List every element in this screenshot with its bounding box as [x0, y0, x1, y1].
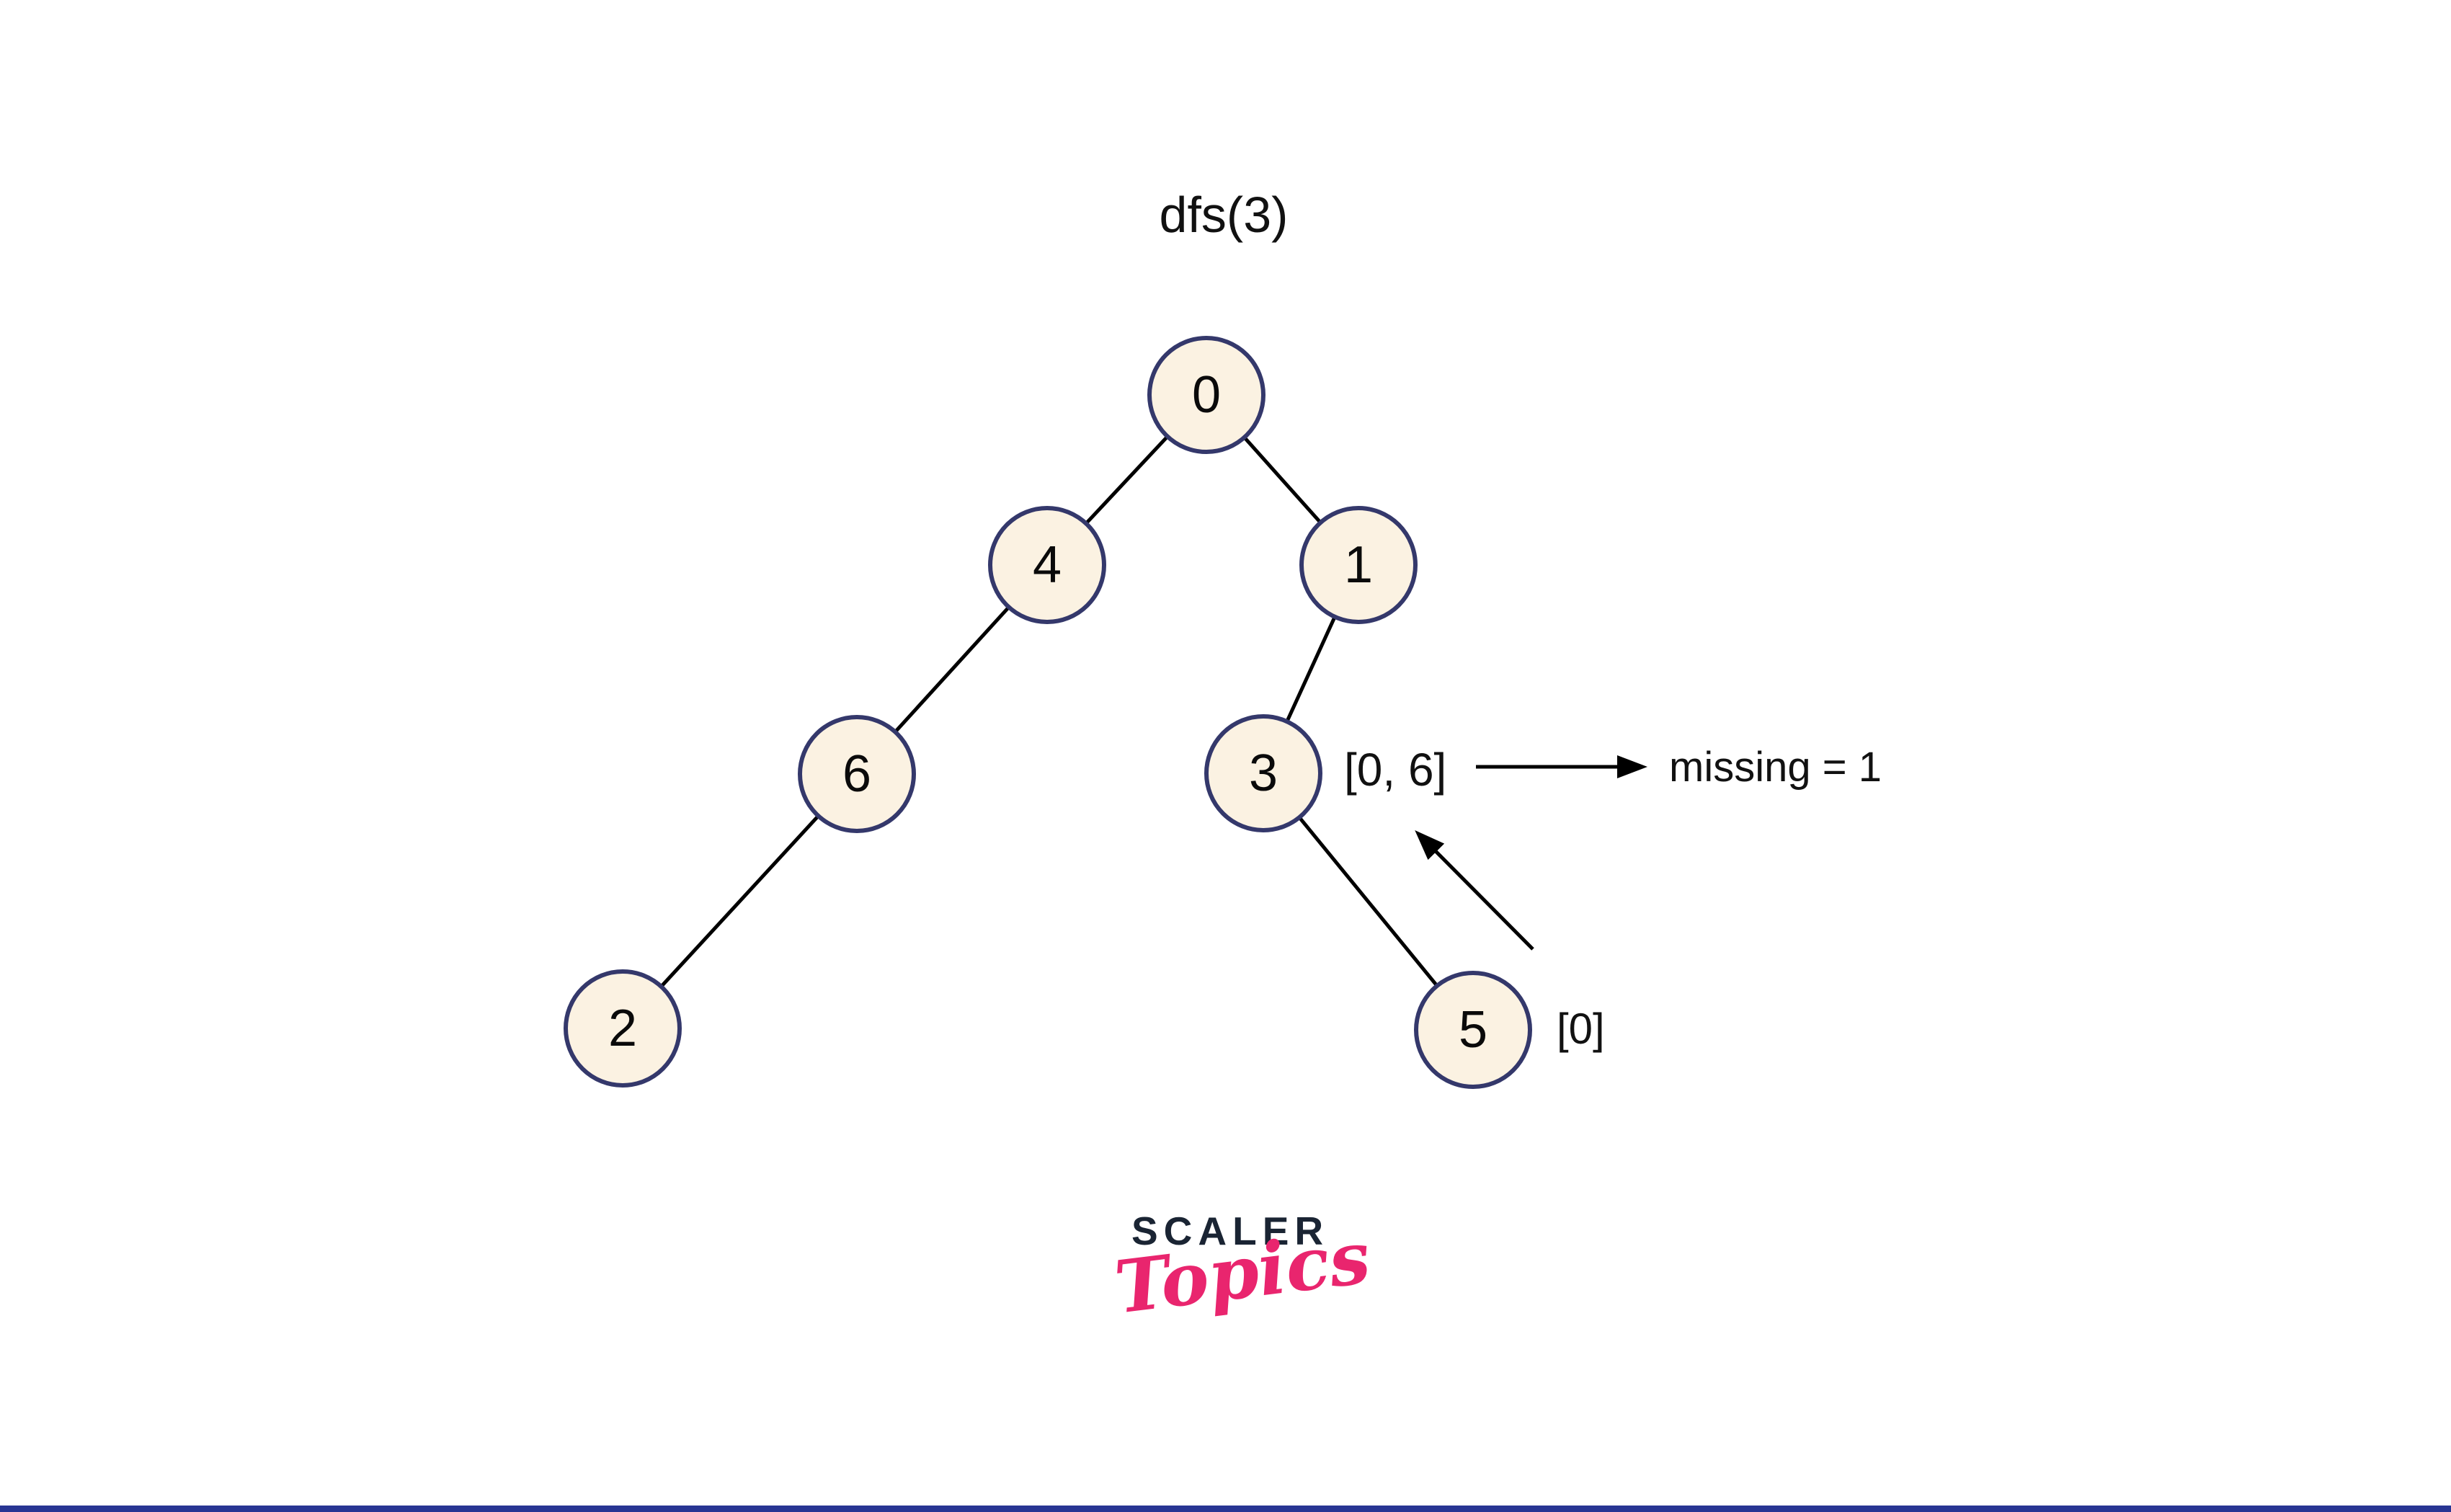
- tree-node-label: 1: [1343, 536, 1374, 594]
- node3-interval-label: [0, 6]: [1344, 744, 1447, 796]
- tree-node-label: 2: [608, 1000, 638, 1057]
- tree-node-0: 0: [1147, 336, 1265, 454]
- tree-node-1: 1: [1299, 506, 1418, 624]
- tree-node-6: 6: [798, 715, 916, 833]
- tree-node-5: 5: [1414, 971, 1532, 1089]
- tree-node-label: 3: [1248, 744, 1278, 802]
- scaler-wordmark: SCALER: [1131, 1209, 1330, 1253]
- tree-node-2: 2: [564, 969, 682, 1088]
- tree-node-label: 5: [1458, 1001, 1488, 1059]
- tree-node-4: 4: [988, 506, 1106, 624]
- tree-node-label: 6: [842, 745, 872, 803]
- return-arrow: [1415, 830, 1534, 951]
- diagram-title: dfs(3): [1159, 187, 1289, 243]
- tree-node-3: 3: [1204, 714, 1322, 832]
- footer-accent-bar: [0, 1506, 2451, 1512]
- tree-node-label: 0: [1191, 366, 1222, 424]
- missing-count-label: missing = 1: [1669, 744, 1882, 791]
- node5-interval-label: [0]: [1557, 1005, 1605, 1053]
- tree-node-label: 4: [1032, 536, 1062, 594]
